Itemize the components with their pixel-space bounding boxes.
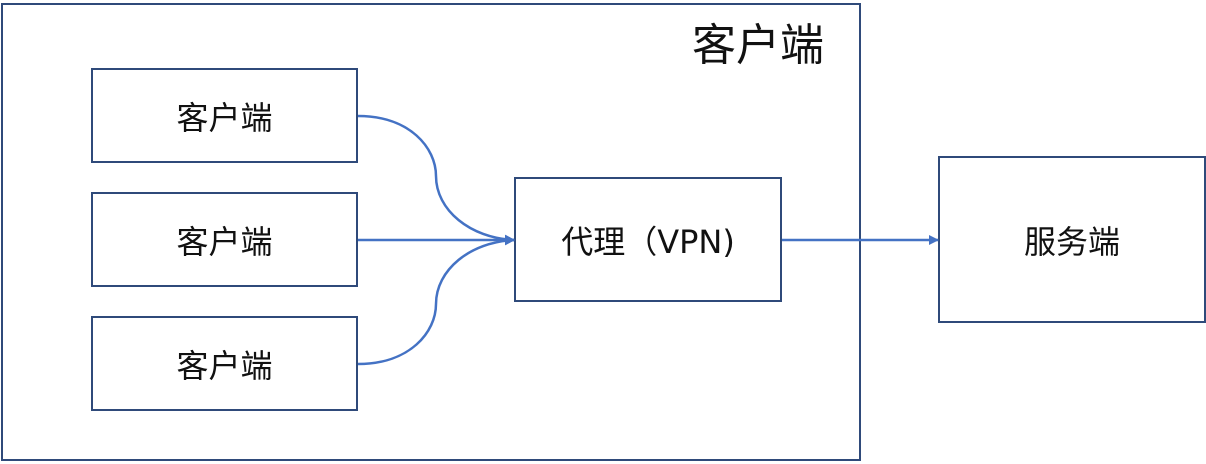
client-node-2: 客户端 [91, 192, 358, 287]
proxy-vpn-node: 代理（VPN) [514, 177, 782, 302]
client-node-1: 客户端 [91, 68, 358, 163]
server-node: 服务端 [938, 156, 1206, 323]
client-group-title: 客户端 [692, 20, 824, 71]
client-group-container [1, 3, 861, 461]
client-node-3: 客户端 [91, 316, 358, 411]
